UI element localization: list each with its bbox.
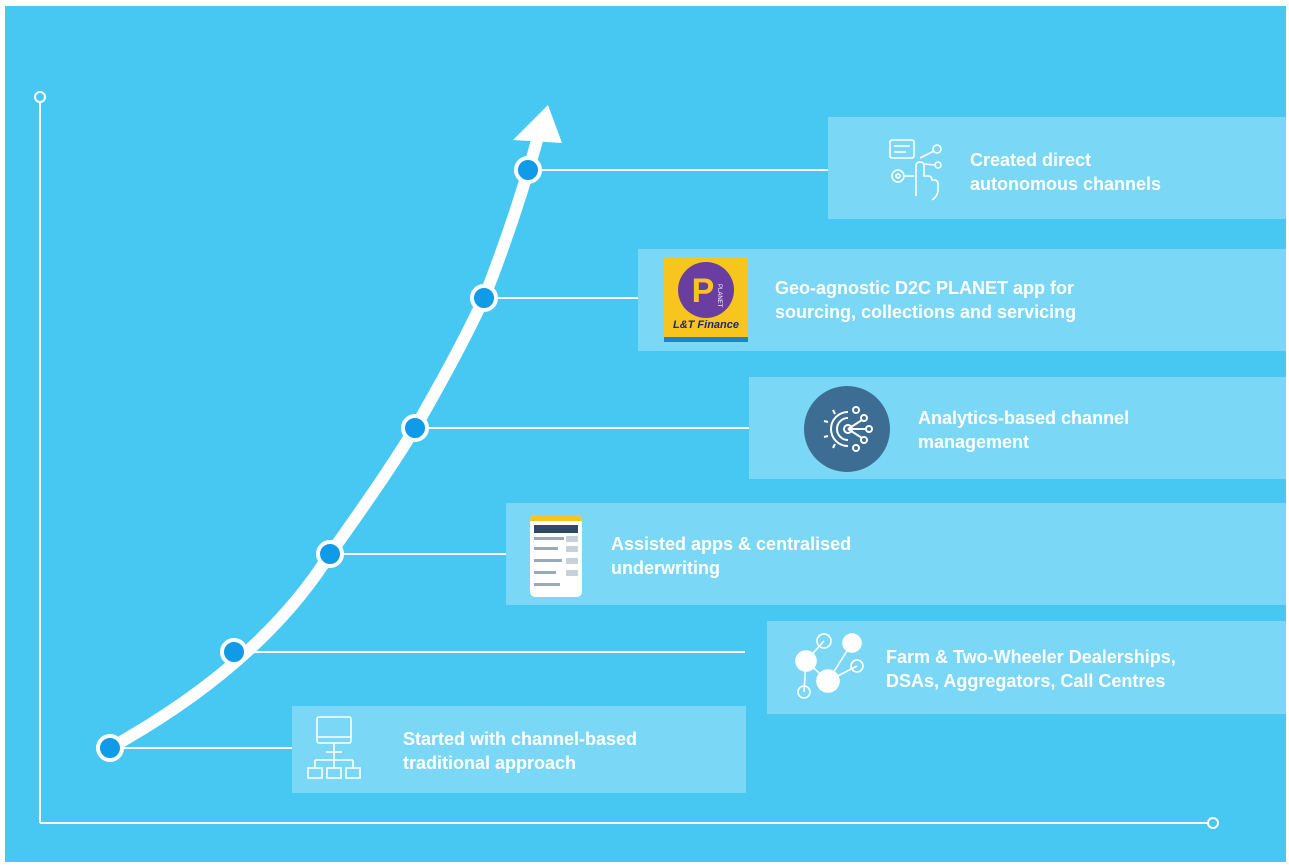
planet-logo-brand: PLANET [716,284,722,308]
milestone-card-3 [506,503,1286,605]
milestone-card-1 [292,706,746,793]
analytics-gear-icon [804,386,890,472]
mobile-app-icon [530,515,582,597]
node-2 [220,638,248,666]
milestone-label-4: Analytics-based channel management [918,408,1130,452]
milestone-label-3: Assisted apps & centralised underwriting [611,534,852,578]
milestone-label-6: Created direct autonomous channels [970,150,1162,194]
node-4 [401,414,429,442]
computer-network-icon [307,716,361,779]
growth-curve [104,124,546,754]
node-5 [470,284,498,312]
node-6 [514,156,542,184]
milestone-label-2: Farm & Two-Wheeler Dealerships, DSAs, Ag… [886,647,1176,691]
growth-arrow-head [513,105,562,143]
planet-logo-letter: P [692,272,715,310]
y-axis-end-marker [34,91,46,103]
node-1 [96,734,124,762]
touch-channels-icon [889,139,942,201]
diagram-background [5,6,1286,862]
milestone-label-1: Started with channel-based traditional a… [403,729,638,773]
planet-app-logo: P PLANET L&T Finance [664,257,748,342]
planet-logo-caption: L&T Finance [672,319,739,331]
people-network-icon [795,633,864,699]
planet-logo-circle: P PLANET [678,262,734,318]
x-axis-end-marker [1207,817,1219,829]
node-3 [316,540,344,568]
milestone-label-5: Geo-agnostic D2C PLANET app for sourcing… [775,278,1077,322]
milestone-card-6 [828,117,1286,219]
